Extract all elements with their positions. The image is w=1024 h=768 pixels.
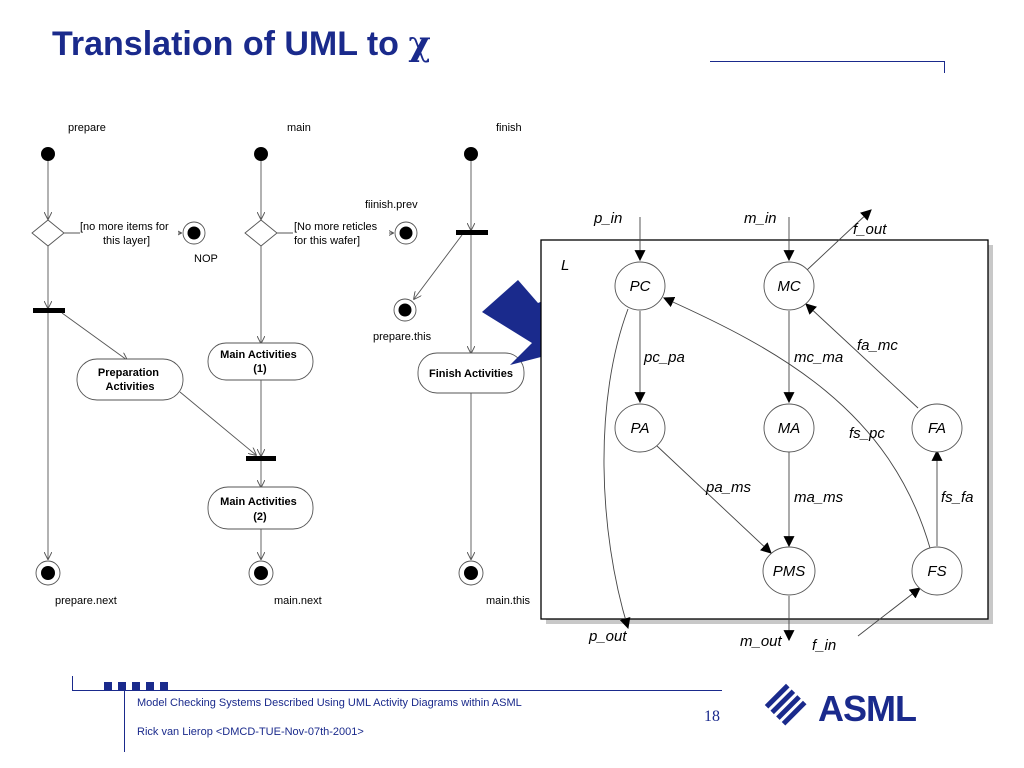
asml-logo: ASML [764, 683, 917, 729]
finish-activities-label: Finish Activities [429, 368, 513, 380]
footer-divider [124, 690, 125, 752]
process-node-ma [763, 403, 815, 453]
channel-label-mc-ma: mc_ma [794, 349, 843, 366]
guard-label-main: [No more reticles for this wafer] [294, 221, 380, 247]
channel-f-out [806, 209, 872, 271]
channel-label-f-in: f_in [812, 637, 836, 654]
channel-label-m-out: m_out [740, 633, 783, 650]
channel-p-out [603, 308, 631, 630]
channel-label-pa-ms: pa_ms [705, 479, 752, 496]
main-this-label: main.this [486, 595, 531, 607]
main-activities-2-label: Main Activities (2) [220, 496, 300, 523]
finish-prev-label: fiinish.prev [365, 199, 418, 211]
channel-pa-ms [656, 445, 772, 554]
initial-node-finish [464, 147, 478, 161]
footer-author: Rick van Lierop <DMCD-TUE-Nov-07th-2001> [137, 726, 364, 738]
node-label-pc: PC [630, 278, 651, 295]
channel-label-p-out: p_out [588, 628, 627, 645]
channel-label-fs-pc: fs_pc [849, 425, 885, 442]
footer-left-tick [72, 676, 73, 690]
action-main-activities-2 [207, 486, 314, 530]
asml-logo-mark [764, 683, 807, 726]
channel-label-f-out: f_out [853, 221, 887, 238]
process-node-fs [911, 546, 963, 596]
prepare-next-label: prepare.next [55, 595, 117, 607]
node-label-ma: MA [778, 420, 801, 437]
footer-title: Model Checking Systems Described Using U… [137, 697, 522, 709]
decision-node-prepare [31, 219, 65, 247]
node-label-pa: PA [631, 420, 650, 437]
action-preparation-activities [76, 358, 184, 401]
chi-symbol: χ [408, 24, 431, 64]
channel-fs-pc [662, 297, 931, 549]
process-node-pms [762, 546, 816, 596]
slide-title: Translation of UML to χ [52, 24, 431, 64]
nop-label: NOP [194, 253, 218, 265]
main-activities-1-label: Main Activities (1) [220, 349, 300, 375]
initial-node-main [254, 147, 268, 161]
process-node-mc [763, 261, 815, 311]
page-number: 18 [704, 708, 720, 725]
initial-node-prepare [41, 147, 55, 161]
channel-label-ma-ms: ma_ms [794, 489, 844, 506]
process-node-fa [911, 403, 963, 453]
flow-edge [414, 234, 463, 299]
flow-edge [61, 312, 127, 360]
node-label-mc: MC [777, 278, 800, 295]
action-main-activities-1 [207, 342, 314, 381]
prepare-this-label: prepare.this [373, 331, 432, 343]
node-label-fs: FS [927, 563, 946, 580]
chi-model: L PC [540, 209, 993, 654]
column-label-main: main [287, 122, 311, 134]
join-bar-main [246, 456, 276, 461]
column-label-finish: finish [496, 122, 522, 134]
title-rule-tick [944, 61, 945, 73]
guard-label-prepare: [no more items for this layer] [80, 221, 172, 247]
fork-bar-finish [456, 230, 488, 235]
footer-rule [72, 690, 722, 691]
node-label-fa: FA [928, 420, 946, 437]
node-label-pms: PMS [773, 563, 806, 580]
process-node-pa [614, 403, 666, 453]
channel-label-m-in: m_in [744, 210, 777, 227]
preparation-activities-label: Preparation Activities [98, 367, 162, 393]
channel-label-p-in: p_in [593, 210, 622, 227]
activity-diagram: prepare [no more items for this layer] N… [31, 122, 531, 607]
chi-box-label: L [561, 257, 569, 274]
footer-squares [104, 682, 168, 690]
decision-node-main [244, 219, 278, 247]
channel-f-in [857, 587, 921, 637]
fork-bar-prepare [33, 308, 65, 313]
channel-label-fs-fa: fs_fa [941, 489, 974, 506]
main-next-label: main.next [274, 595, 322, 607]
title-rule [710, 61, 945, 62]
process-node-pc [614, 261, 666, 311]
channel-label-pc-pa: pc_pa [643, 349, 685, 366]
column-label-prepare: prepare [68, 122, 106, 134]
asml-logo-text: ASML [818, 688, 916, 729]
channel-fa-mc [805, 303, 919, 409]
channel-label-fa-mc: fa_mc [857, 337, 898, 354]
flow-edge [179, 391, 256, 455]
